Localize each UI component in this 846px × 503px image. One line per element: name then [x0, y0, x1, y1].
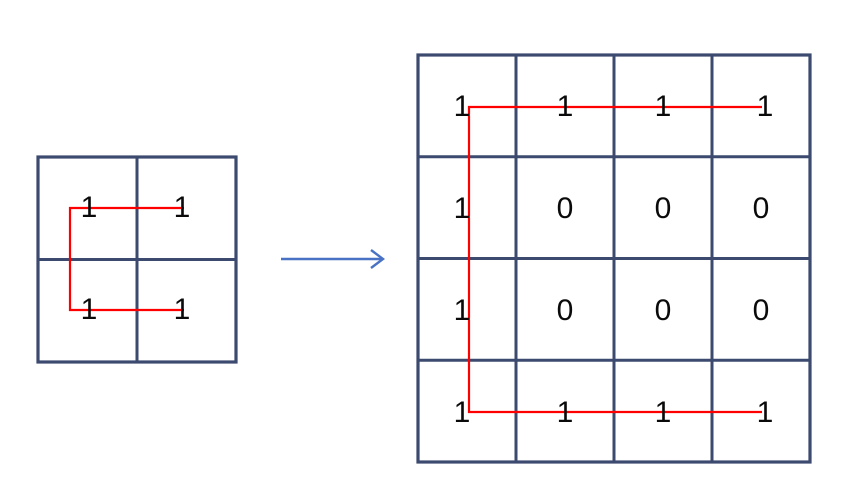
right-cell-value: 0 [557, 294, 574, 327]
left-grid-path [68, 206, 184, 312]
left-cell-value: 1 [81, 191, 98, 224]
left-cell-value: 1 [174, 293, 191, 326]
right-cell-value: 0 [753, 192, 770, 225]
right-cell-value: 0 [655, 294, 672, 327]
right-grid [416, 53, 812, 464]
right-grid-path [467, 105, 762, 414]
left-grid [36, 155, 238, 364]
right-cell-value: 1 [454, 192, 471, 225]
right-grid-values: 1 1 1 1 1 0 0 0 1 0 0 0 1 1 1 1 [454, 90, 774, 429]
right-cell-value: 1 [557, 396, 574, 429]
right-cell-value: 1 [757, 90, 774, 123]
right-cell-value: 1 [655, 90, 672, 123]
right-cell-value: 0 [557, 192, 574, 225]
right-cell-value: 1 [454, 90, 471, 123]
right-cell-value: 0 [753, 294, 770, 327]
right-cell-value: 1 [557, 90, 574, 123]
left-cell-value: 1 [174, 191, 191, 224]
right-cell-value: 0 [655, 192, 672, 225]
transformation-arrow [281, 249, 385, 269]
right-cell-value: 1 [454, 294, 471, 327]
arrow-head-icon [370, 249, 385, 269]
left-grid-values: 1 1 1 1 [81, 191, 191, 326]
right-cell-value: 1 [454, 396, 471, 429]
right-cell-value: 1 [757, 396, 774, 429]
left-cell-value: 1 [81, 293, 98, 326]
right-cell-value: 1 [655, 396, 672, 429]
